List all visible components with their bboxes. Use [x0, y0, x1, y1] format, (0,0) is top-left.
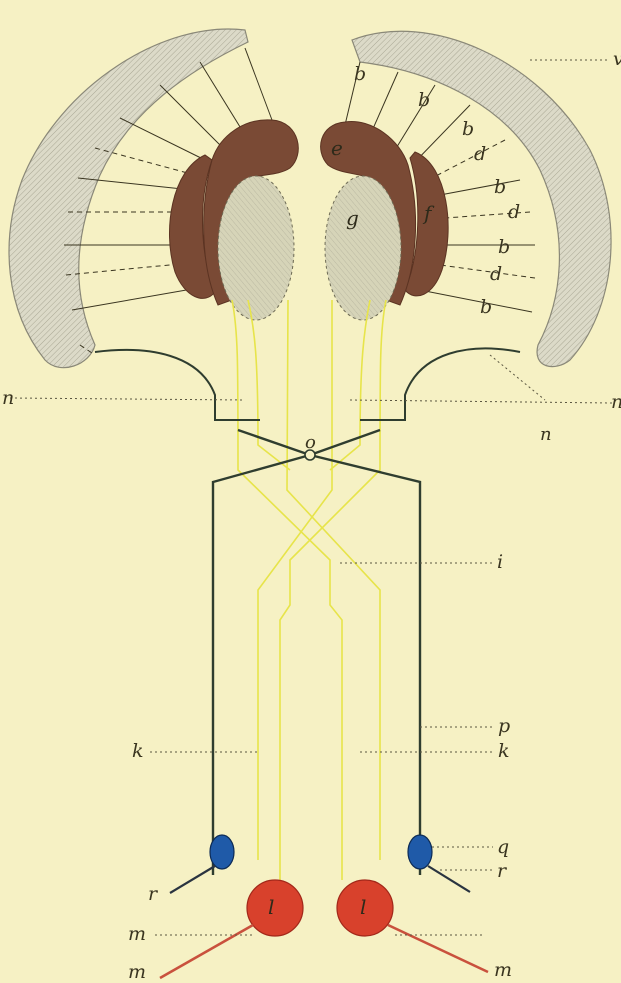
label-n-lower: n [540, 424, 552, 445]
left-red-axon [160, 925, 253, 978]
right-blue-axon [428, 866, 470, 892]
label-v: v [613, 48, 621, 70]
brainstem-outline-right [360, 348, 520, 420]
label-k-right: k [498, 740, 510, 762]
dark-decussating-fibres [213, 430, 420, 875]
label-e: e [331, 136, 343, 160]
label-o: o [305, 432, 316, 453]
label-b2: b [418, 89, 430, 111]
right-blue-cell [408, 835, 432, 869]
brainstem-outline [95, 350, 260, 420]
left-blue-axon [170, 866, 215, 893]
right-red-axon [388, 925, 488, 972]
label-k-left: k [132, 740, 144, 762]
label-r-right: r [497, 860, 508, 882]
label-n-right: n [611, 391, 621, 413]
label-d3: d [490, 263, 502, 285]
label-q: q [497, 836, 509, 858]
label-m-left-lower: m [128, 961, 146, 983]
label-m-right: m [494, 959, 512, 981]
label-r-left: r [148, 883, 159, 905]
label-d2: d [508, 201, 520, 223]
label-i: i [497, 551, 503, 573]
label-b6: b [480, 296, 492, 318]
leader-lines [10, 60, 612, 935]
label-p: p [498, 715, 510, 737]
left-blue-cell [210, 835, 234, 869]
label-g: g [346, 206, 359, 230]
label-n-left: n [2, 387, 14, 409]
yellow-fibre-tracts [232, 300, 386, 880]
label-b3: b [462, 118, 474, 140]
label-b1: b [354, 63, 366, 85]
right-thalamus-oval [325, 176, 401, 320]
left-red-cell [247, 880, 303, 936]
label-b4: b [494, 176, 506, 198]
label-l-left: l [268, 895, 274, 919]
label-d1: d [474, 143, 486, 165]
label-b5: b [498, 236, 510, 258]
left-thalamus-oval [218, 176, 294, 320]
label-m-left-upper: m [128, 923, 146, 945]
label-l-right: l [360, 895, 366, 919]
